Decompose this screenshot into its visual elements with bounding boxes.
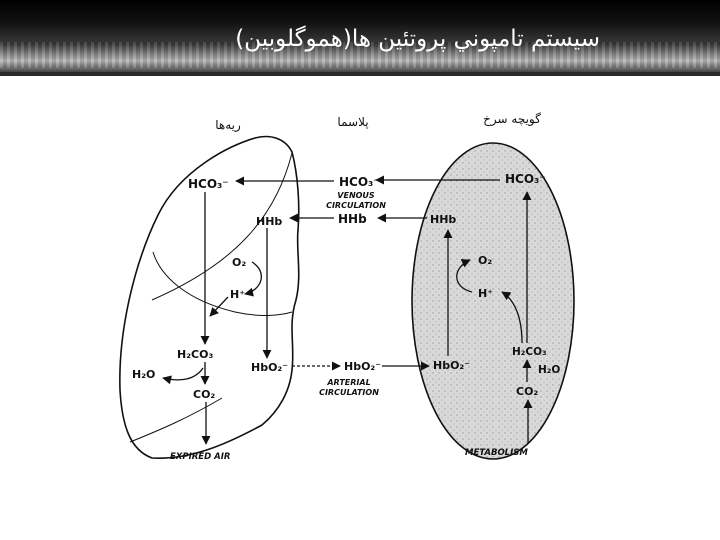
arterial-label-2: CIRCULATION: [319, 388, 379, 397]
lung-hhb-label: HHb: [256, 215, 282, 228]
lung-co2-label: CO₂: [193, 388, 215, 401]
lungs-heading: ريه‌ها: [215, 118, 241, 133]
lung-h2o-label: H₂O: [132, 368, 155, 381]
lung-lobe-line-2: [152, 251, 293, 316]
plasma-hco3-label: HCO₃⁻: [339, 175, 380, 189]
rbc-heading: گويچه سرخ: [483, 112, 541, 127]
lung-lobe-line-1: [151, 152, 293, 301]
slide-title: سيستم تامپوني پروتئين ها(هموگلوبين): [235, 26, 600, 52]
lung-hplus-label: H⁺: [230, 288, 245, 301]
lung-hco3-label: HCO₃⁻: [188, 177, 229, 191]
title-bar-ribbon: [0, 72, 720, 76]
rbc-co2-label: CO₂: [516, 385, 538, 398]
lung-h2co3-label: H₂CO₃: [177, 348, 213, 361]
hemoglobin-buffer-diagram: ريه‌ها پلاسما گويچه سرخ HCO₃⁻ HHb O₂ H⁺ …: [119, 112, 575, 462]
rbc-hhb-label: HHb: [430, 213, 456, 226]
plasma-heading: پلاسما: [337, 115, 368, 129]
red-blood-cell: [411, 142, 575, 460]
expired-air-label: EXPIRED AIR: [170, 452, 230, 462]
rbc-o2-label: O₂: [478, 254, 492, 267]
arrow-rbc-h2co3-to-hplus: [501, 291, 523, 344]
arrow-rbc-o2-curve: [456, 259, 473, 293]
rbc-hco3-label: HCO₃⁻: [505, 172, 546, 186]
title-bar-sheen: [0, 42, 720, 68]
rbc-h2o-label: H₂O: [538, 364, 560, 376]
plasma-hhb-label: HHb: [338, 212, 367, 226]
arrow-lung-to-h2o: [162, 367, 204, 385]
venous-label-1: VENOUS: [337, 191, 375, 200]
metabolism-label: METABOLISM: [465, 448, 528, 458]
arterial-label-1: ARTERIAL: [326, 378, 370, 387]
arrow-lung-o2-curve: [244, 261, 262, 297]
venous-label-2: CIRCULATION: [326, 201, 386, 210]
plasma-hbo2-label: HbO₂⁻: [344, 360, 381, 373]
title-bar: سيستم تامپوني پروتئين ها(هموگلوبين): [0, 0, 720, 76]
rbc-hbo2-label: HbO₂⁻: [433, 359, 470, 372]
lung-lobe-line-3: [129, 397, 223, 443]
rbc-hplus-label: H⁺: [478, 287, 493, 300]
arrow-lung-hplus-to-h2co3: [209, 296, 229, 317]
lung-hbo2-label: HbO₂⁻: [251, 361, 288, 374]
lung-o2-label: O₂: [232, 256, 246, 269]
rbc-h2co3-label: H₂CO₃: [512, 346, 547, 358]
